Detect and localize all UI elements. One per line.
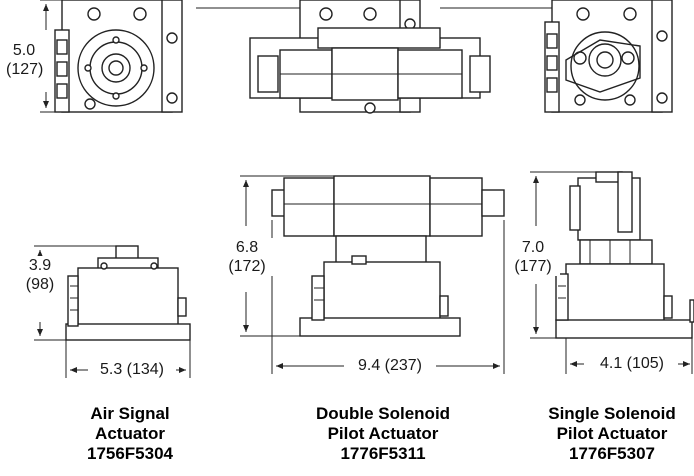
side-view-air-signal xyxy=(65,245,191,341)
single-solenoid-height-label: 7.0 (177) xyxy=(506,238,560,276)
top-height-label: 5.0 (127) xyxy=(4,41,44,79)
side-view-double-solenoid xyxy=(271,175,505,337)
single-solenoid-name-line1: Single Solenoid xyxy=(548,404,676,423)
top-view-single-solenoid xyxy=(440,0,673,113)
air-signal-height-value: 3.9 xyxy=(28,257,52,274)
top-height-value: 5.0 xyxy=(12,42,36,59)
single-solenoid-part-number: 1776F5307 xyxy=(568,444,656,463)
single-solenoid-caption: Single Solenoid Pilot Actuator 1776F5307 xyxy=(532,404,692,464)
side-view-single-solenoid xyxy=(555,171,694,339)
single-solenoid-name-line2: Pilot Actuator xyxy=(556,424,668,443)
air-signal-height-label: 3.9 (98) xyxy=(18,256,62,294)
double-solenoid-name-line2: Pilot Actuator xyxy=(327,424,439,443)
top-view-double-solenoid xyxy=(196,0,491,114)
single-solenoid-height-metric: (177) xyxy=(514,258,552,275)
top-height-metric: (127) xyxy=(6,61,44,78)
air-signal-height-metric: (98) xyxy=(25,276,55,293)
double-solenoid-height-label: 6.8 (172) xyxy=(220,238,274,276)
air-signal-width-label: 5.3 (134) xyxy=(88,360,176,379)
double-solenoid-height-value: 6.8 xyxy=(235,239,259,256)
air-signal-caption: Air Signal Actuator 1756F5304 xyxy=(68,404,192,464)
top-view-air-signal xyxy=(54,0,183,113)
single-solenoid-width-label: 4.1 (105) xyxy=(586,354,678,373)
double-solenoid-part-number: 1776F5311 xyxy=(340,444,426,463)
double-solenoid-name-line1: Double Solenoid xyxy=(315,404,451,423)
single-solenoid-height-value: 7.0 xyxy=(521,239,545,256)
double-solenoid-width-label: 9.4 (237) xyxy=(344,356,436,375)
double-solenoid-height-metric: (172) xyxy=(228,258,266,275)
air-signal-part-number: 1756F5304 xyxy=(86,444,174,463)
air-signal-name-line1: Air Signal xyxy=(90,404,170,423)
air-signal-name-line2: Actuator xyxy=(95,424,165,443)
double-solenoid-caption: Double Solenoid Pilot Actuator 1776F5311 xyxy=(298,404,468,464)
